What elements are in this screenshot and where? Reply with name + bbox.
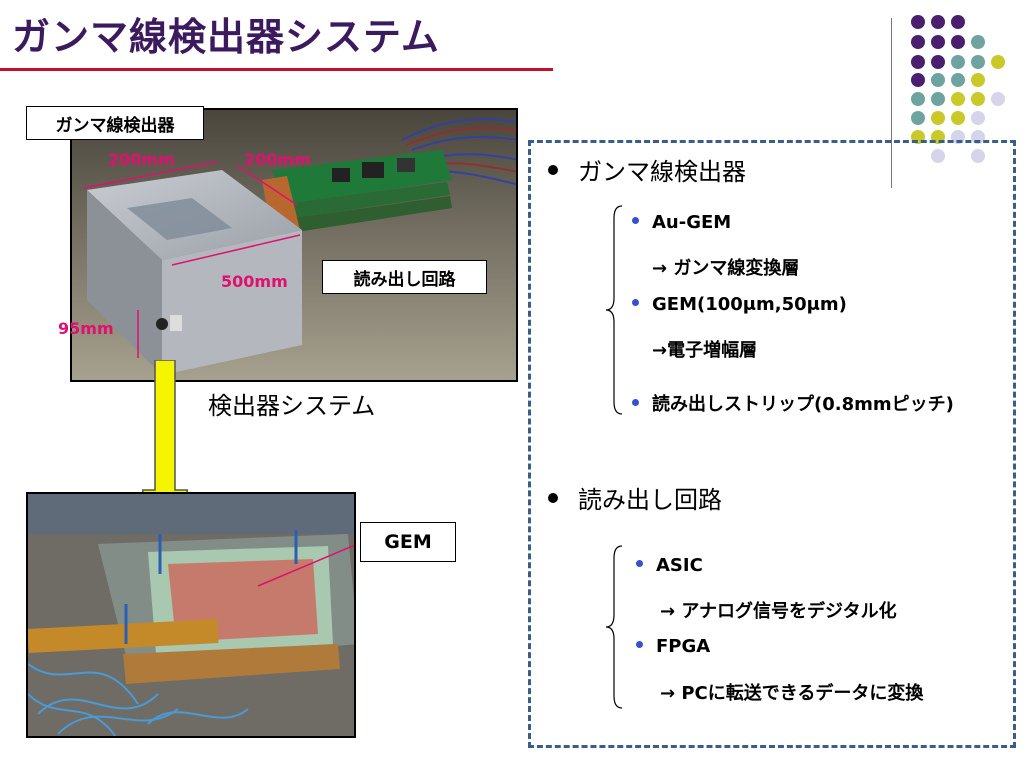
photo-caption: 検出器システム [208,392,376,420]
dot-grid-row-3 [911,55,1005,69]
list-item-detail: →電子増幅層 [652,340,758,361]
detector-system-photo [70,108,518,382]
gem-photo-illustration [28,494,354,736]
bullet-dot [636,640,643,648]
section-heading-readout-text: 読み出し回路 [578,486,722,514]
list-item-detail: → ガンマ線変換層 [652,258,800,279]
dot-grid-row-2 [911,35,985,49]
brace-icon [605,205,623,415]
page-title: ガンマ線検出器システム [12,15,440,59]
list-item-readout-strip: 読み出しストリップ(0.8mmピッチ) [632,390,954,416]
bullet-dot [636,559,643,567]
bullet-dot [548,165,558,175]
section-heading-detector: ガンマ線検出器 [548,152,746,187]
list-item-detail: → PCに転送できるデータに変換 [660,683,924,704]
list-item-detail: → アナログ信号をデジタル化 [660,601,897,622]
list-item-label: Au-GEM [652,212,732,233]
dimension-label-depth: 200mm [244,150,311,169]
dot-grid-row-6 [911,111,985,125]
list-item-fpga: FPGA [636,636,710,657]
list-item-label: ASIC [656,555,703,576]
readout-circuit-callout-label: 読み出し回路 [322,260,487,294]
divider-line [891,18,892,188]
list-item-gem: GEM(100μm,50μm) [632,294,847,315]
detector-callout-label: ガンマ線検出器 [26,106,204,140]
list-item-au-gem: Au-GEM [632,212,731,233]
dot-grid-row-1 [911,15,965,29]
dimension-label-width: 200mm [108,150,175,169]
list-item-label: FPGA [656,636,711,657]
section-heading-detector-text: ガンマ線検出器 [578,158,746,186]
gem-photo [26,492,356,738]
bullet-dot [632,298,639,306]
list-item-asic: ASIC [636,555,703,576]
section-heading-readout: 読み出し回路 [548,480,722,515]
title-underline [0,68,553,71]
info-panel [528,140,1016,748]
bullet-dot [632,398,639,406]
list-item-label: GEM(100μm,50μm) [652,294,847,315]
dot-grid-row-5 [911,92,1005,106]
gem-callout-label: GEM [360,522,456,562]
bullet-dot [632,216,639,224]
list-item-label: 読み出しストリップ(0.8mmピッチ) [652,394,954,415]
detector-photo-illustration [72,110,516,380]
dimension-label-height: 95mm [58,319,114,338]
dimension-label-length: 500mm [221,272,288,291]
bullet-dot [548,493,558,503]
dot-grid-row-4 [911,73,985,87]
brace-icon [605,545,623,709]
